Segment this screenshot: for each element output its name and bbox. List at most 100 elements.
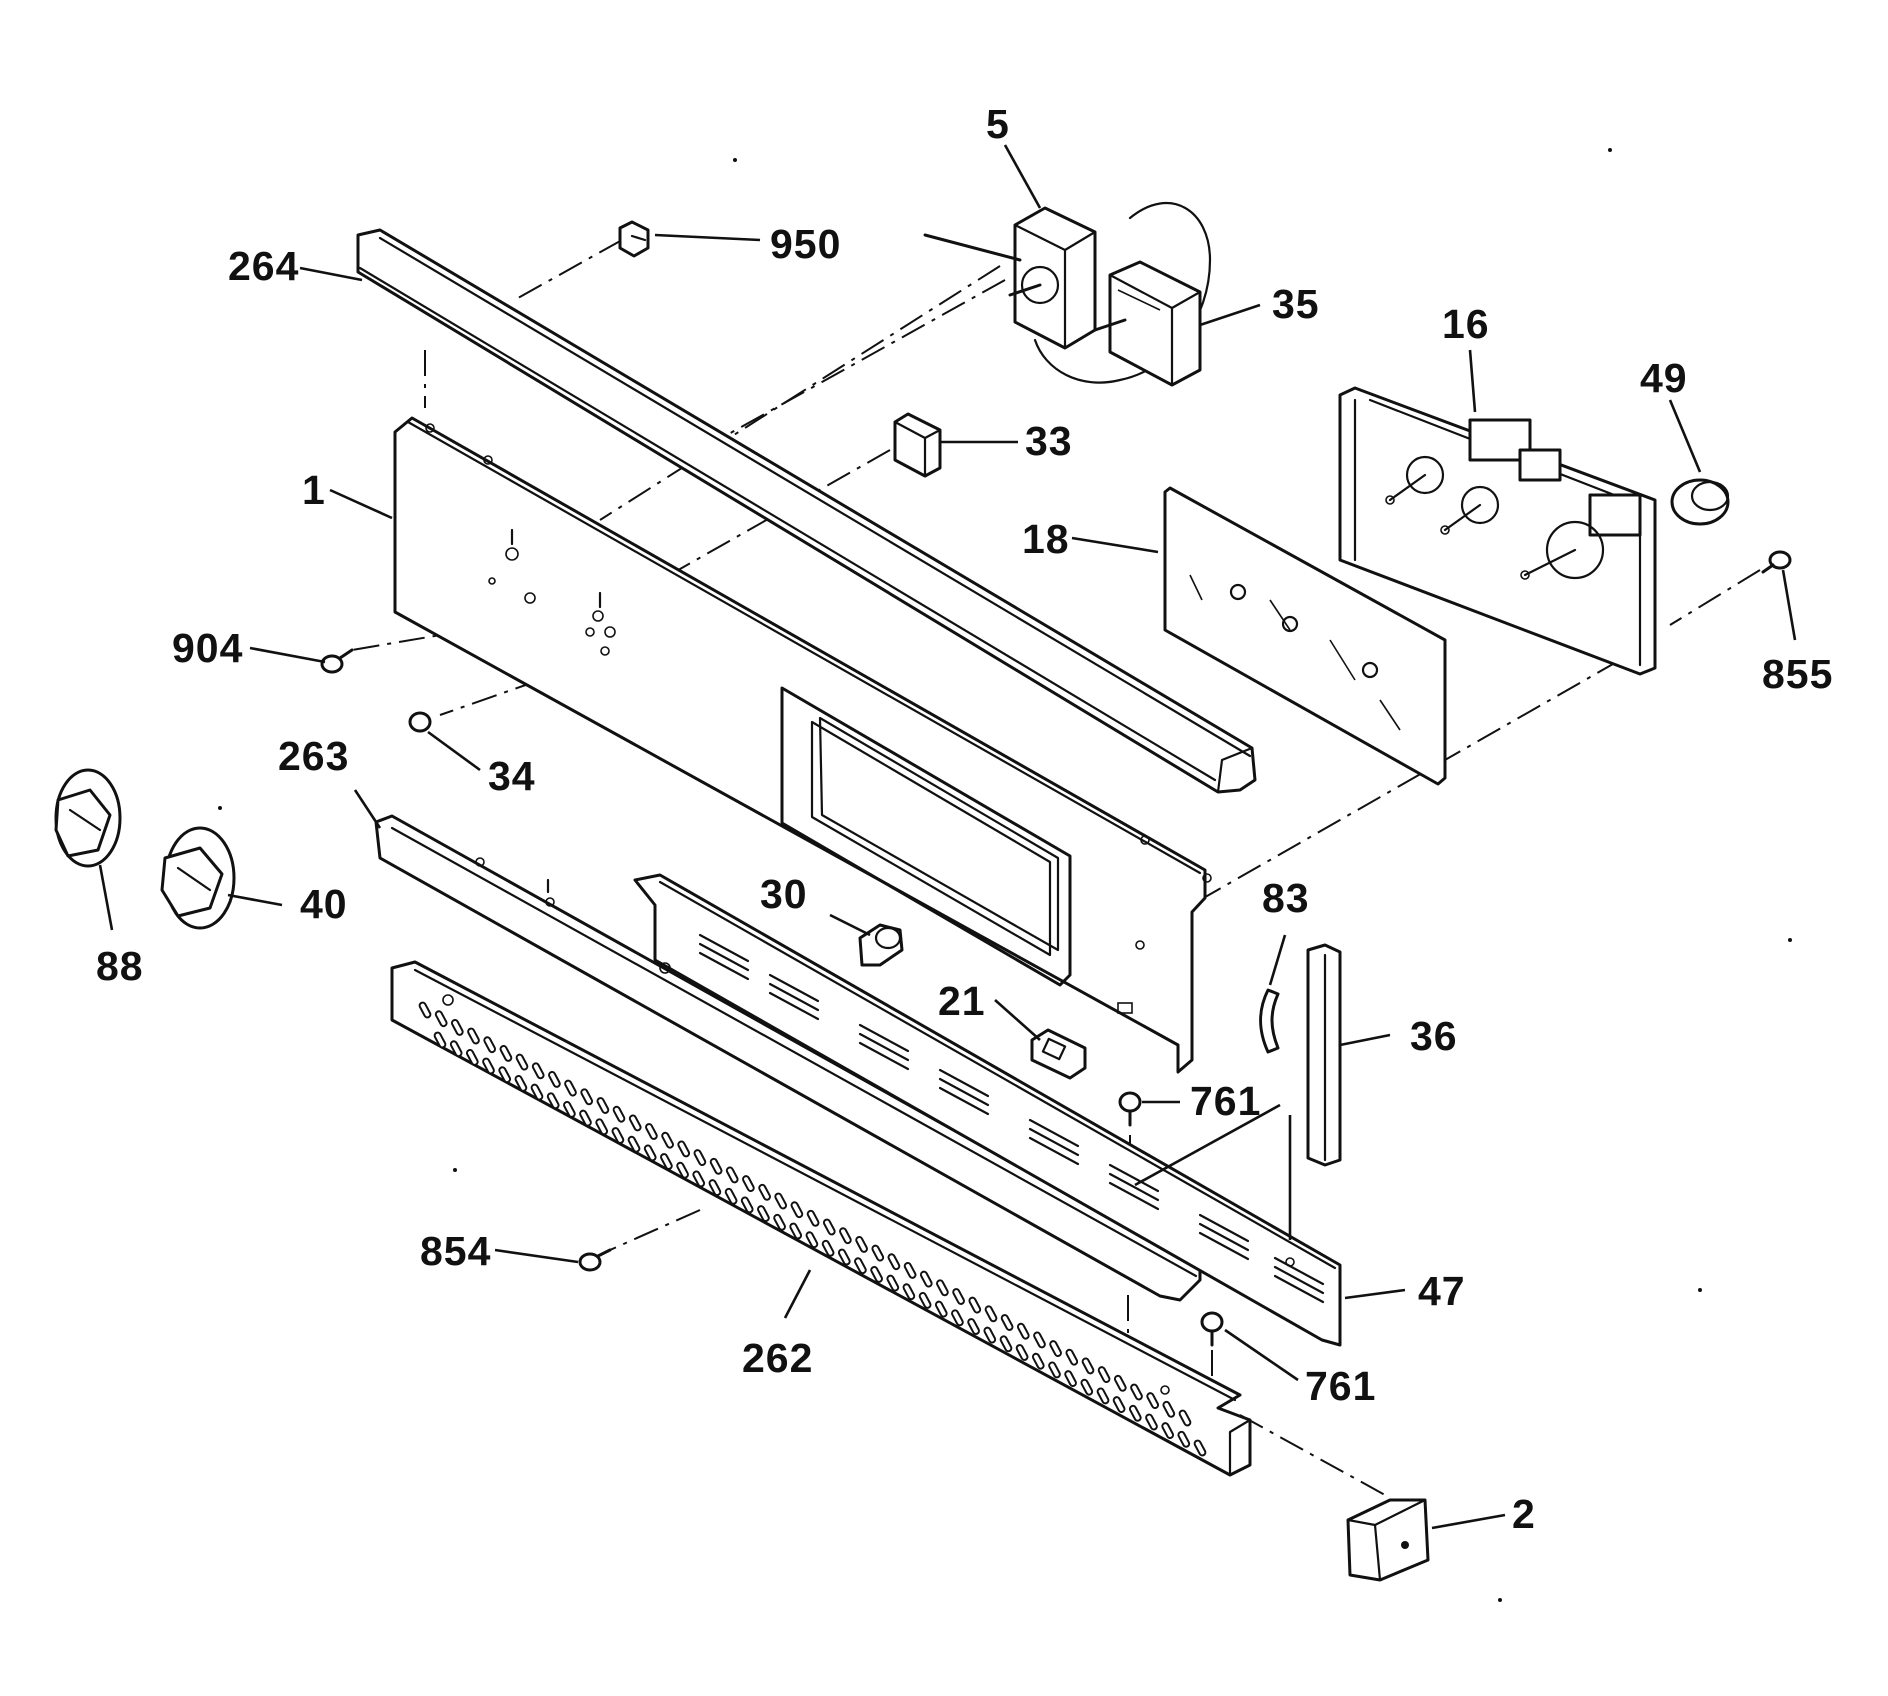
vent-louver [768, 982, 820, 1012]
part-40-knob [160, 826, 236, 930]
vent-louver [698, 942, 750, 972]
vent-slot [467, 1027, 480, 1045]
part-83-bracket [1259, 988, 1280, 1054]
vent-slot [773, 1213, 786, 1231]
vent-louver [938, 1077, 990, 1107]
vent-slot [1033, 1331, 1046, 1349]
vent-slot [546, 1092, 560, 1110]
vent-slot [871, 1244, 885, 1262]
vent-slot [530, 1083, 544, 1101]
vent-slot [1096, 1387, 1110, 1405]
vent-slot [999, 1335, 1013, 1353]
part-34-grommet [408, 711, 432, 733]
vent-slot [918, 1291, 932, 1309]
leader-lines [98, 144, 1797, 1530]
part-1-control-panel [393, 416, 1212, 1074]
callout-263: 263 [278, 733, 349, 779]
vent-louver [1273, 1265, 1325, 1295]
vent-slot [903, 1261, 917, 1279]
vent-slot [1162, 1400, 1176, 1418]
vent-louver [1273, 1256, 1325, 1286]
vent-louver [1108, 1163, 1160, 1193]
part-761-screw-lower [1200, 1311, 1224, 1347]
vent-louver [1108, 1181, 1160, 1211]
vent-slots [418, 933, 1325, 1457]
vent-slot [595, 1118, 609, 1136]
vent-slot [580, 1088, 594, 1106]
part-88-knob [54, 768, 122, 868]
vent-slot [1178, 1409, 1192, 1427]
callout-40: 40 [300, 881, 348, 927]
vent-slot [628, 1114, 642, 1132]
vent-slot [1081, 1357, 1095, 1375]
vent-slot [774, 1192, 788, 1210]
vent-slot [1065, 1348, 1079, 1366]
vent-louver [1198, 1213, 1250, 1243]
vent-slot [984, 1305, 998, 1323]
vent-slot [886, 1274, 900, 1292]
vent-slot [661, 1131, 674, 1149]
alignment-lines [351, 239, 1761, 1496]
callout-950: 950 [770, 221, 841, 267]
vent-slot [1193, 1439, 1207, 1457]
vent-louver [858, 1041, 910, 1071]
vent-slot [854, 1257, 867, 1275]
callout-262: 262 [742, 1335, 813, 1381]
vent-slot [660, 1153, 673, 1170]
vent-louver [1198, 1222, 1250, 1252]
part-35-switch [1093, 260, 1202, 387]
vent-slot [1145, 1413, 1158, 1431]
vent-slot [450, 1018, 464, 1036]
vent-louver [1198, 1231, 1250, 1261]
vent-louver [1108, 1172, 1160, 1202]
vent-slot [1015, 1344, 1029, 1361]
vent-louver [698, 951, 750, 981]
vent-slot [968, 1296, 982, 1314]
vent-slot [789, 1222, 803, 1240]
vent-slot [1161, 1422, 1175, 1440]
vent-slot [434, 1010, 448, 1028]
callout-904: 904 [172, 625, 243, 671]
vent-slot [742, 1175, 755, 1193]
vent-slot [449, 1040, 463, 1058]
vent-louver [1028, 1118, 1080, 1148]
part-2-end-cap [1346, 1498, 1430, 1582]
vent-slot [563, 1100, 576, 1118]
vent-slot [498, 1066, 512, 1084]
callout-88: 88 [96, 943, 144, 989]
part-21-switch [1030, 1028, 1087, 1080]
callout-33: 33 [1025, 418, 1073, 464]
vent-slot [645, 1123, 658, 1140]
part-262-bottom-vent-panel [390, 960, 1252, 1477]
vent-slot [1130, 1383, 1143, 1401]
vent-louver [1028, 1136, 1080, 1166]
vent-slot [1128, 1404, 1142, 1422]
vent-slot [693, 1149, 707, 1167]
vent-louver [858, 1032, 910, 1062]
vent-slot [611, 1127, 625, 1144]
callout-18: 18 [1022, 516, 1070, 562]
vent-slot [725, 1166, 739, 1184]
part-854-screw [578, 1248, 612, 1272]
callout-34: 34 [488, 753, 536, 799]
vent-slot [677, 1140, 691, 1158]
callout-21: 21 [938, 978, 986, 1024]
vent-slot [757, 1205, 770, 1223]
scan-specks [218, 148, 1792, 1602]
vent-slot [1000, 1314, 1014, 1331]
vent-slot [919, 1270, 933, 1288]
vent-slot [596, 1097, 610, 1114]
vent-slot [465, 1048, 479, 1066]
vent-louver [1028, 1127, 1080, 1157]
vent-slot [564, 1079, 577, 1097]
part-761-screw-upper [1118, 1091, 1142, 1127]
callout-761-lower: 761 [1305, 1363, 1376, 1409]
callout-2: 2 [1512, 1491, 1536, 1537]
vent-slot [936, 1279, 949, 1297]
vent-slot [952, 1288, 965, 1305]
vent-slot [515, 1053, 529, 1071]
vent-slot [902, 1283, 916, 1301]
vent-slot [514, 1074, 528, 1092]
vent-louver [938, 1086, 990, 1116]
